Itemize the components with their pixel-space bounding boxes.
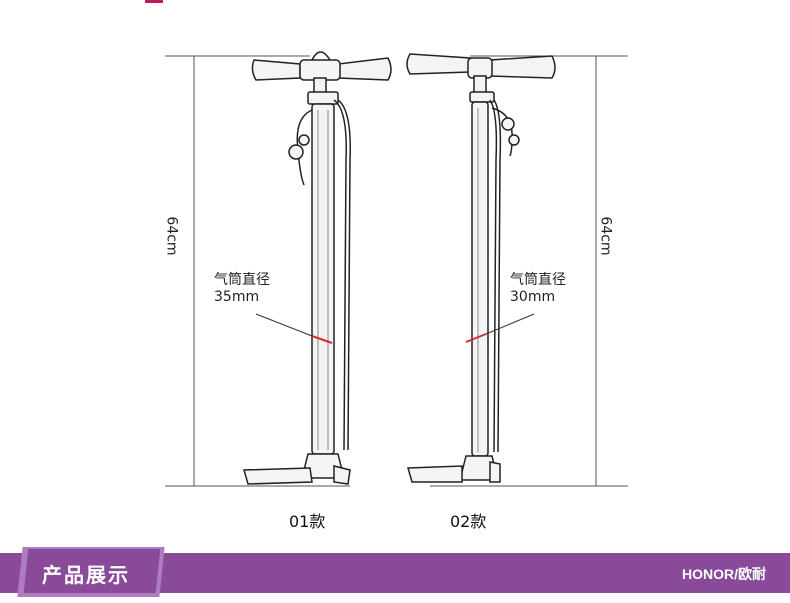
- height-label-left: 64cm: [163, 216, 180, 256]
- pump-02-caption: 02款: [450, 512, 487, 531]
- dimension-lines: [165, 55, 628, 487]
- pump-01-diameter-title: 气筒直径: [214, 272, 270, 288]
- pump-01-diameter-value: 35mm: [214, 289, 260, 305]
- pump-01-caption: 01款: [289, 512, 326, 531]
- height-label-right: 64cm: [597, 216, 614, 256]
- leader-lines: [255, 313, 535, 344]
- brand-label: HONOR/欧耐: [682, 566, 766, 582]
- pump-01-diameter-label: 气筒直径 35mm: [214, 272, 270, 306]
- pump-02-diameter-label: 气筒直径 30mm: [510, 272, 566, 306]
- pump-02-diameter-title: 气筒直径: [510, 272, 566, 288]
- pump-01-drawing: [243, 51, 392, 485]
- top-accent-mark: [145, 0, 163, 3]
- pump-02-diameter-value: 30mm: [510, 289, 556, 305]
- pump-02-drawing: [406, 53, 556, 483]
- banner-title: 产品展示: [42, 563, 130, 587]
